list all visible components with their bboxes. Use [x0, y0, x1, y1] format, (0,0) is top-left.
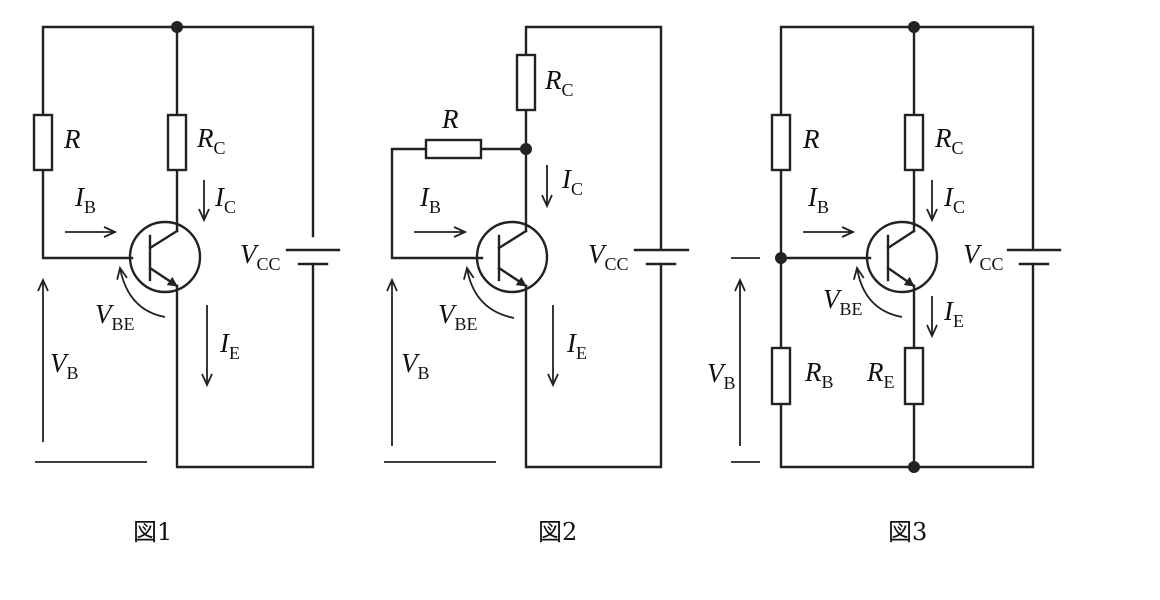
fig2-battery-vcc — [633, 248, 690, 266]
fig3-resistor-rc — [903, 113, 925, 172]
fig1-label-ie: IE — [219, 328, 240, 363]
fig2-label-rc: RC — [544, 65, 574, 100]
fig2-label-vbe: VBE — [438, 299, 478, 334]
fig3-resistor-rb — [770, 346, 792, 406]
fig3-label-re: RE — [866, 357, 895, 392]
fig1-label-r: R — [63, 124, 81, 154]
fig2-wires — [390, 25, 663, 469]
fig1-battery-vcc — [285, 248, 341, 266]
fig2-vbe-arrow — [467, 268, 515, 319]
fig2-junction-collector — [520, 143, 532, 155]
fig3-resistor-re — [903, 346, 925, 406]
fig3-battery-vcc — [1006, 248, 1062, 266]
fig2-label-ie: IE — [566, 328, 587, 363]
fig3-resistor-r — [770, 113, 792, 172]
fig3-label-ic: IC — [943, 182, 965, 217]
fig2-resistor-rc — [515, 53, 537, 112]
fig3-label-vcc: VCC — [963, 239, 1004, 274]
fig1-label-rc: RC — [196, 123, 226, 158]
fig3-label-ib: IB — [807, 182, 829, 217]
fig3-caption: 図3 — [888, 518, 927, 546]
fig2-caption: 図2 — [538, 518, 577, 546]
fig2-label-vb: VB — [401, 348, 430, 383]
figure-2: RC R IC IB VCC VBE IE VB 図2 — [384, 25, 690, 546]
fig3-label-ie: IE — [943, 296, 964, 331]
fig2-label-r: R — [441, 104, 459, 134]
fig2-label-ib: IB — [419, 182, 441, 217]
fig1-resistor-rc — [166, 113, 188, 172]
figure-3: R RC IB IC VCC VBE IE VB RB RE 図3 — [707, 21, 1062, 546]
fig1-transistor — [128, 220, 202, 294]
fig1-label-vcc: VCC — [240, 239, 281, 274]
fig3-label-vb: VB — [707, 358, 736, 393]
fig3-label-rc: RC — [934, 123, 964, 158]
fig2-label-ic: IC — [561, 164, 583, 199]
fig1-vbe-arrow — [120, 268, 166, 318]
fig1-caption: 図1 — [133, 518, 172, 546]
fig3-junction-bottom — [908, 461, 920, 473]
fig3-label-rb: RB — [804, 357, 834, 392]
fig1-label-vbe: VBE — [95, 299, 135, 334]
figure-1: R RC IB IC VCC VBE IE VB 図1 — [32, 21, 341, 546]
fig1-label-ib: IB — [74, 182, 96, 217]
fig2-resistor-r — [424, 138, 483, 160]
fig2-transistor — [475, 220, 549, 294]
fig3-label-r: R — [802, 124, 820, 154]
fig3-transistor — [865, 220, 939, 294]
fig1-resistor-r — [32, 113, 54, 172]
fig1-label-vb: VB — [50, 348, 79, 383]
fig3-label-vbe: VBE — [823, 284, 863, 319]
fig1-label-ic: IC — [214, 182, 236, 217]
fig3-vbe-arrow — [857, 268, 903, 318]
fig1-wires — [41, 25, 315, 469]
fig3-junction-base — [775, 252, 787, 264]
fig1-junction-top — [171, 21, 183, 33]
fig2-label-vcc: VCC — [588, 239, 629, 274]
fig3-junction-top — [908, 21, 920, 33]
